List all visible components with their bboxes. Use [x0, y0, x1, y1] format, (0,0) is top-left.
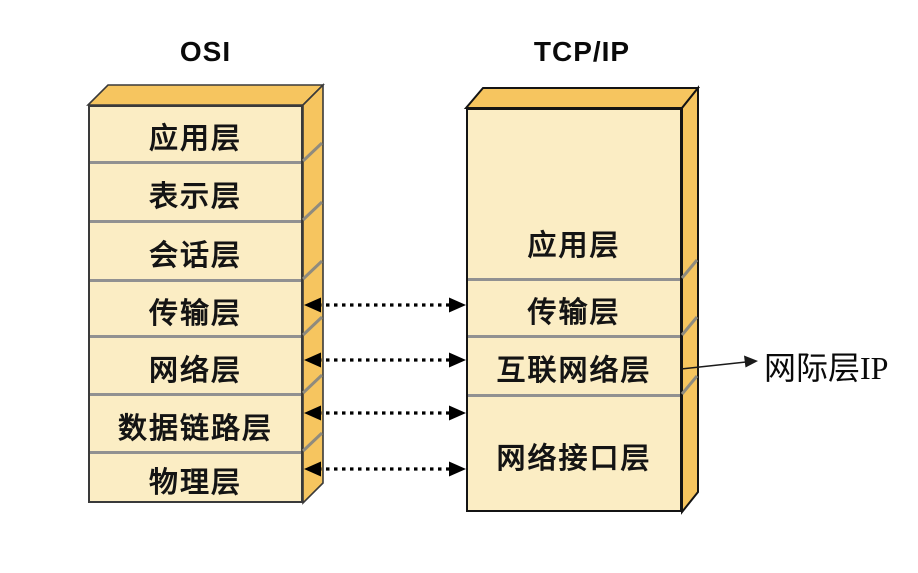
osi-top-face	[86, 84, 325, 106]
layer-mapping-arrows	[304, 297, 466, 477]
tcpip-layer-label: 传输层	[527, 297, 621, 329]
tcpip-layer-label: 互联网络层	[496, 355, 652, 387]
osi-layer-label: 表示层	[148, 181, 242, 213]
osi-layer-label: 应用层	[148, 123, 242, 155]
internet-layer-callout-arrow	[680, 355, 758, 370]
tcpip-top-face	[463, 87, 701, 109]
tcpip-layer-internet: 互联网络层	[468, 335, 680, 394]
tcpip-side-notches	[680, 259, 699, 395]
osi-layer-label: 传输层	[148, 297, 242, 330]
tcpip-layer-transport: 传输层	[468, 278, 680, 335]
arrow-network-internet	[304, 352, 466, 368]
osi-layer-label: 数据链路层	[117, 412, 273, 445]
tcpip-side-face	[681, 85, 699, 515]
osi-layer-label: 网络层	[148, 354, 242, 387]
osi-side-notches	[301, 141, 324, 453]
tcpip-stack: 应用层 传输层 互联网络层 网络接口层	[466, 108, 682, 512]
osi-layer-application: 应用层	[90, 107, 301, 161]
osi-layer-label: 物理层	[148, 466, 242, 499]
osi-layer-network: 网络层	[90, 335, 301, 393]
osi-layer-physical: 物理层	[90, 451, 301, 501]
arrow-physical-netinterface	[304, 461, 466, 477]
osi-model-title: OSI	[179, 36, 232, 67]
osi-layer-transport: 传输层	[90, 279, 301, 335]
osi-layer-session: 会话层	[90, 220, 301, 279]
osi-layer-label: 会话层	[148, 240, 242, 272]
tcpip-layer-application: 应用层	[468, 110, 680, 278]
arrow-transport-transport	[304, 297, 466, 313]
tcpip-model-title: TCP/IP	[533, 36, 631, 67]
osi-layer-datalink: 数据链路层	[90, 393, 301, 451]
internet-layer-annotation: 网际层IP	[764, 350, 889, 386]
osi-layer-presentation: 表示层	[90, 161, 301, 220]
tcpip-layer-label: 应用层	[527, 230, 621, 262]
tcpip-layer-label: 网络接口层	[496, 442, 652, 475]
osi-side-face	[302, 83, 324, 505]
osi-stack: 应用层 表示层 会话层 传输层 网络层 数据链路层 物理层	[88, 105, 303, 503]
tcpip-layer-network-interface: 网络接口层	[468, 394, 680, 510]
arrow-datalink-netinterface	[304, 405, 466, 421]
